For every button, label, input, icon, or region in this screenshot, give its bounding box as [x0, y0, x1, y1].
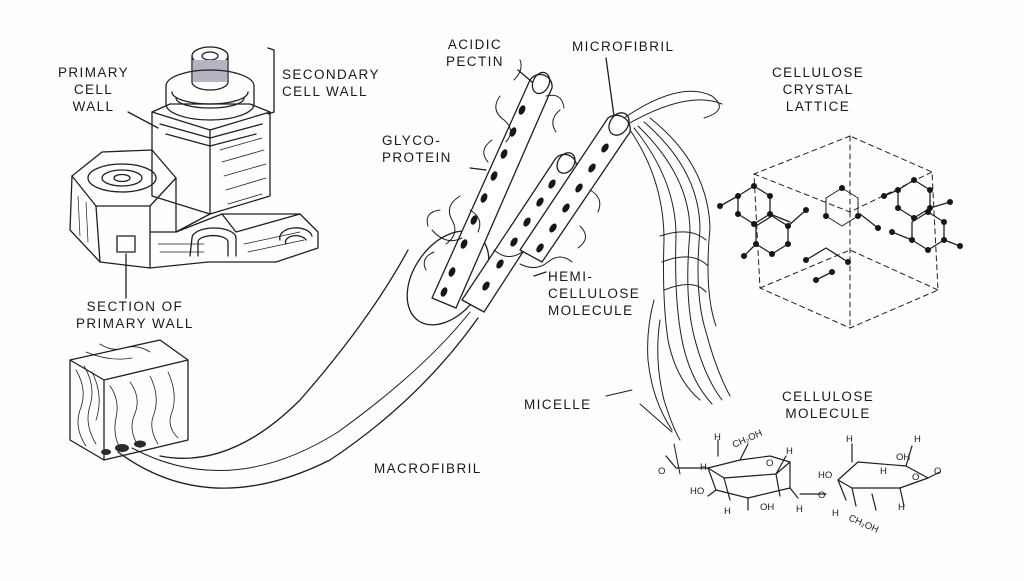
- label-line: PRIMARY WALL: [76, 316, 194, 331]
- atom-h: H: [786, 446, 793, 457]
- label-acidic-pectin: ACIDIC PECTIN: [446, 36, 504, 70]
- label-line: LATTICE: [785, 99, 851, 114]
- atom-h: H: [832, 508, 839, 519]
- label-line: CELLULOSE: [548, 286, 641, 301]
- label-hemicellulose-molecule: HEMI- CELLULOSE MOLECULE: [548, 268, 640, 319]
- label-line: MOLECULE: [785, 406, 871, 421]
- microfibril-bundle: [423, 57, 631, 313]
- label-glycoprotein: GLYCO- PROTEIN: [382, 132, 452, 166]
- label-secondary-cell-wall: SECONDARY CELL WALL: [282, 66, 380, 100]
- atom-h: H: [700, 462, 707, 473]
- label-cellulose-molecule: CELLULOSE MOLECULE: [782, 388, 874, 422]
- label-line: CELLULOSE: [772, 65, 865, 80]
- atom-ch2oh: CH₂OH: [731, 428, 765, 451]
- atom-o: O: [912, 472, 919, 483]
- label-line: MACROFIBRIL: [374, 461, 482, 476]
- label-cellulose-crystal-lattice: CELLULOSE CRYSTAL LATTICE: [772, 64, 864, 115]
- primary-wall-section-cube: [69, 339, 189, 461]
- label-primary-cell-wall: PRIMARY CELL WALL: [58, 64, 129, 115]
- label-line: PECTIN: [446, 54, 504, 69]
- label-line: CELL WALL: [282, 84, 368, 99]
- label-line: CELLULOSE: [782, 389, 875, 404]
- atom-ch2oh: CH₂OH: [847, 513, 881, 536]
- atom-o: O: [934, 466, 941, 477]
- atom-o: O: [818, 490, 825, 501]
- cell-wall-block: [69, 46, 319, 299]
- atom-h: H: [914, 434, 921, 445]
- label-section-of-primary-wall: SECTION OF PRIMARY WALL: [76, 298, 194, 332]
- cellulose-molecule-structure: [665, 439, 941, 511]
- atom-oh: OH: [760, 502, 774, 513]
- atom-oh: OH: [896, 452, 910, 463]
- label-line: HEMI-: [548, 269, 594, 284]
- label-line: CELL: [73, 82, 114, 97]
- atom-h: H: [880, 466, 887, 477]
- atom-h: H: [724, 506, 731, 517]
- label-line: CRYSTAL: [782, 82, 854, 97]
- label-line: ACIDIC: [447, 37, 503, 52]
- label-line: WALL: [72, 99, 115, 114]
- atom-o: O: [658, 466, 665, 477]
- atom-h: H: [714, 432, 721, 443]
- atom-o: O: [766, 458, 773, 469]
- cellulose-molecule-atoms: O H CH₂OH O HO H H OH H H O H HO H CH₂OH…: [658, 428, 941, 536]
- label-micelle: MICELLE: [524, 396, 592, 413]
- atom-h: H: [846, 434, 853, 445]
- label-line: MOLECULE: [548, 303, 634, 318]
- atom-ho: HO: [690, 486, 704, 497]
- micelle-strands: [605, 90, 731, 475]
- label-line: SECONDARY: [282, 67, 380, 82]
- atom-h: H: [796, 504, 803, 515]
- label-macrofibril: MACROFIBRIL: [374, 460, 482, 477]
- label-line: PRIMARY: [58, 65, 130, 80]
- atom-ho: HO: [818, 470, 832, 481]
- label-line: PROTEIN: [382, 150, 452, 165]
- label-microfibril: MICROFIBRIL: [572, 38, 674, 55]
- label-line: MICELLE: [524, 397, 592, 412]
- label-line: GLYCO-: [382, 133, 442, 148]
- label-line: SECTION OF: [86, 299, 184, 314]
- label-line: MICROFIBRIL: [572, 39, 675, 54]
- atom-h: H: [898, 502, 905, 513]
- crystal-lattice: [717, 135, 963, 329]
